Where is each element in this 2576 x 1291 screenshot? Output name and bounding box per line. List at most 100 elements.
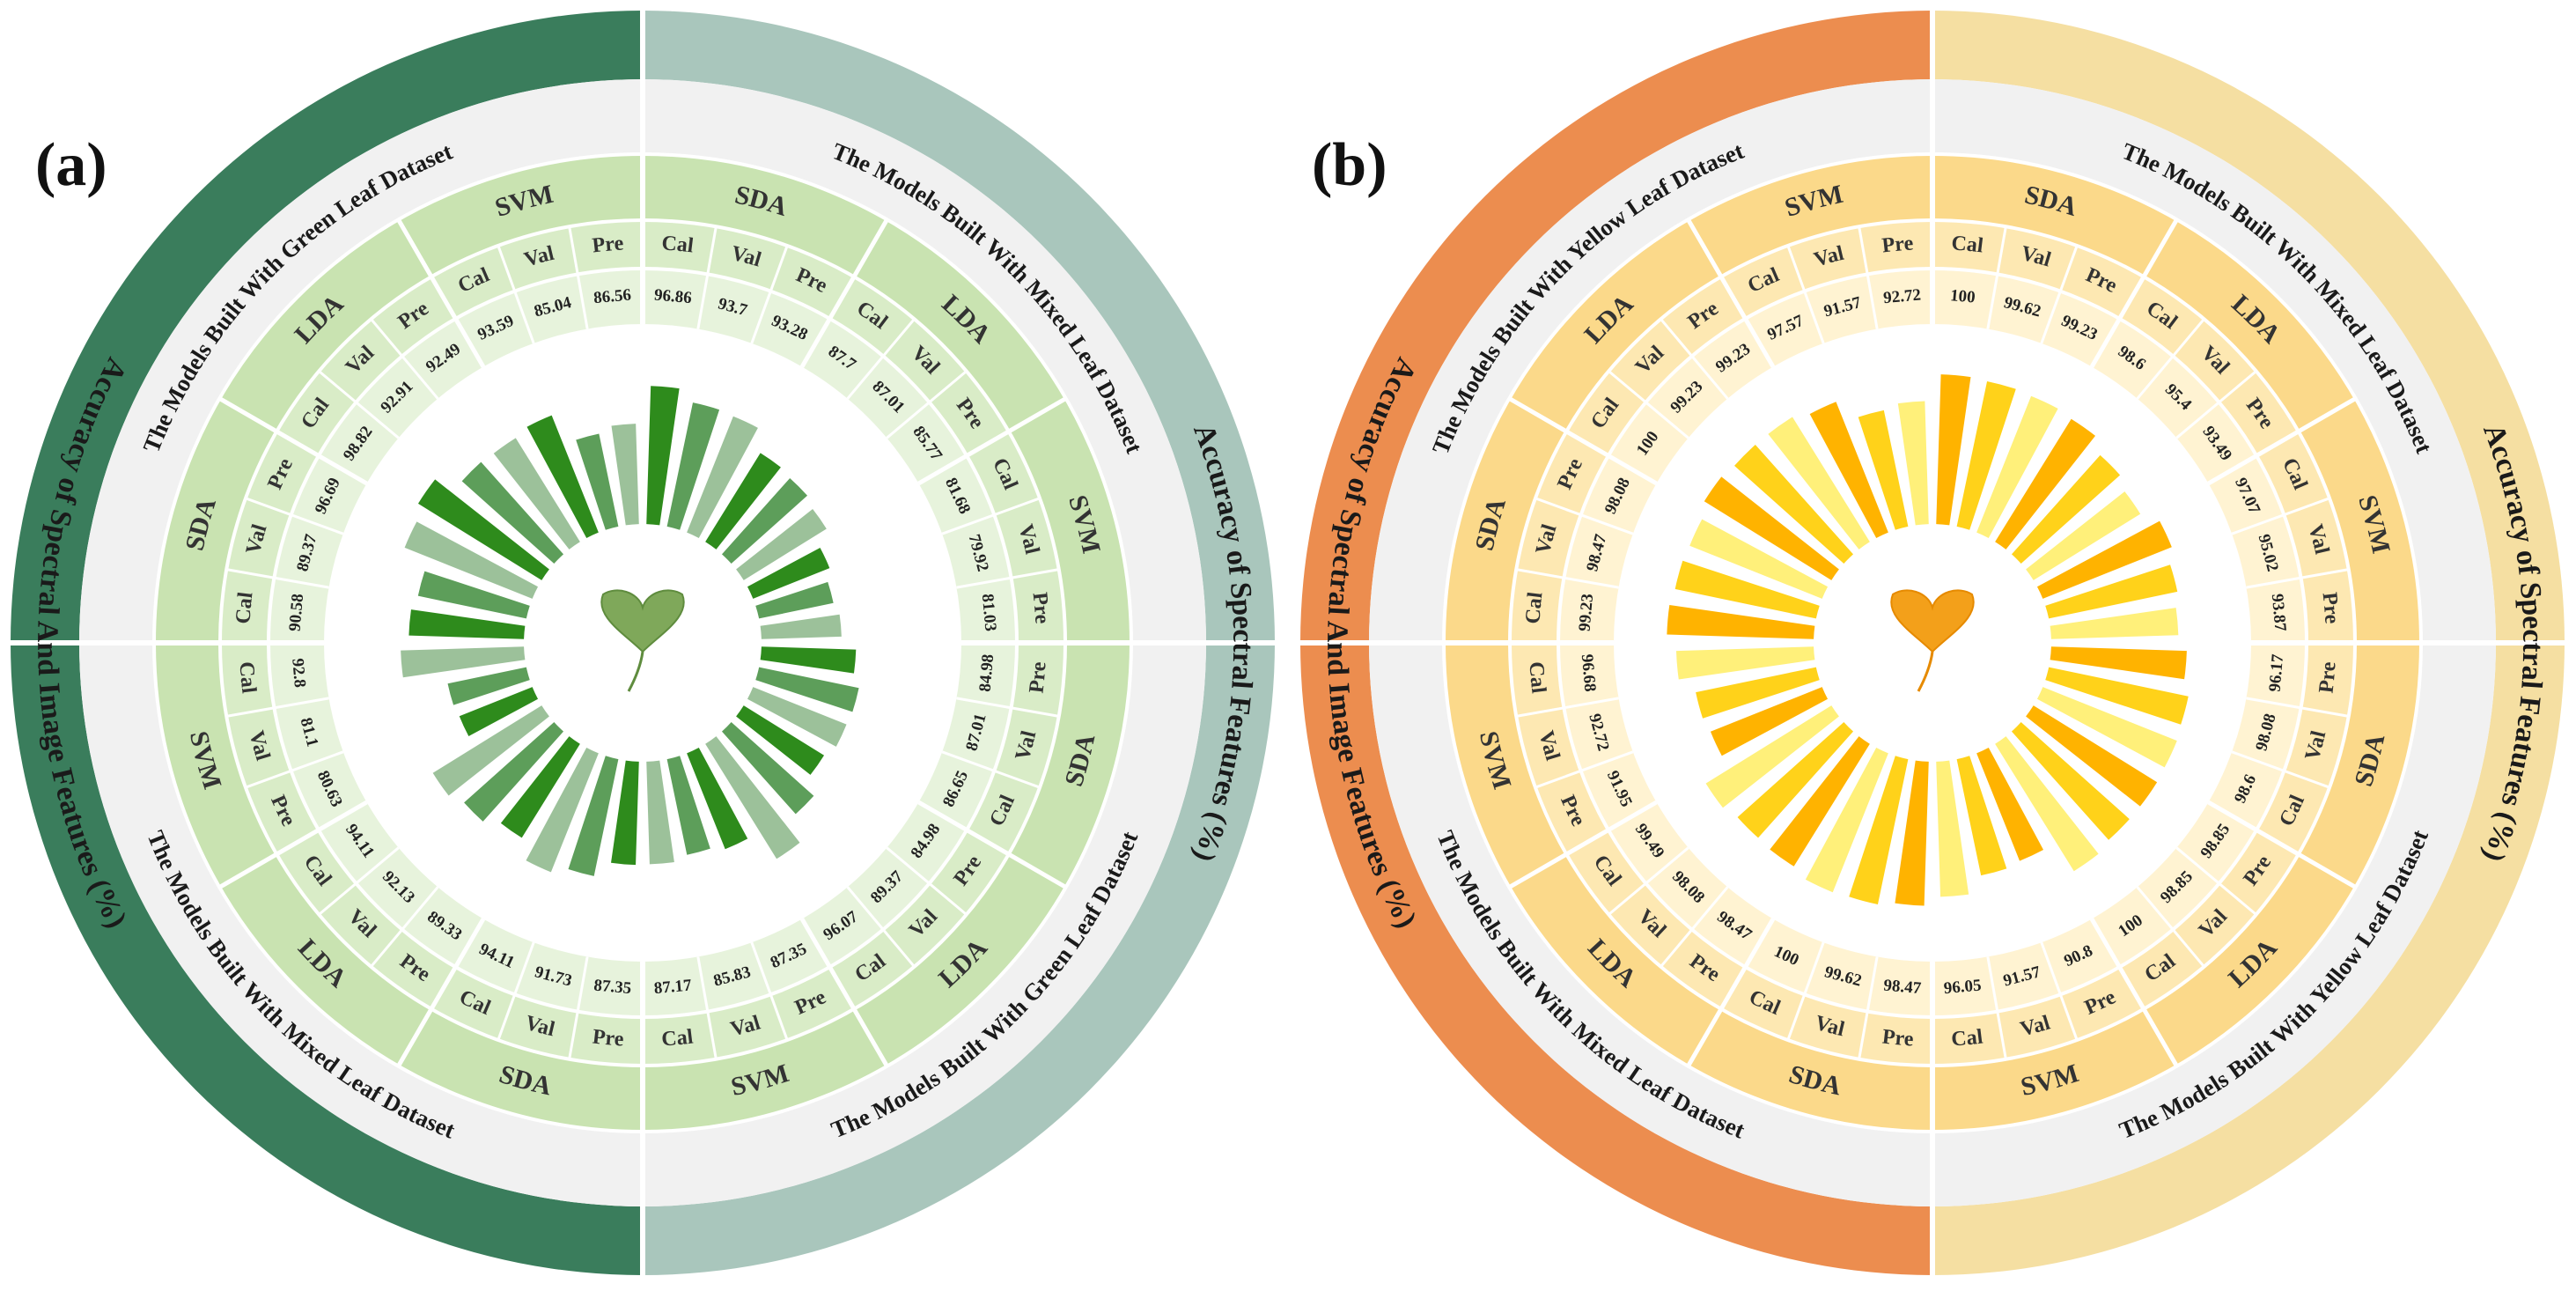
bar-lda-cal <box>1705 705 1839 808</box>
bar-lda-cal <box>1704 476 1839 580</box>
ring-separator <box>152 152 1133 1133</box>
bar-sda-cal <box>408 609 526 639</box>
panel-label-a: (a) <box>35 131 107 199</box>
metric-divider <box>430 918 485 1010</box>
metric-label-cal: Cal <box>1951 1025 1985 1051</box>
metric-divider <box>245 497 344 535</box>
bar-sda-pre <box>687 416 758 539</box>
metric-label-pre: Pre <box>592 1026 625 1051</box>
bar-sda-pre <box>1976 395 2058 539</box>
bar-lda-val <box>2011 721 2130 840</box>
ring-separator <box>1508 218 2357 1067</box>
bar-sda-val <box>1674 560 1820 619</box>
metric-divider <box>886 370 968 439</box>
bar-sda-cal <box>1667 604 1815 639</box>
ginkgo-leaf-icon <box>600 589 685 692</box>
bar-svm-cal <box>1936 760 1969 897</box>
value-label: 96.68 <box>1578 653 1600 692</box>
metric-divider <box>956 568 1059 589</box>
bar-svm-val <box>576 433 619 530</box>
bar-lda-pre <box>1770 736 1870 867</box>
metric-divider <box>886 846 968 916</box>
metric-divider <box>696 956 718 1059</box>
bar-sda-cal <box>646 386 680 526</box>
bar-sda-pre <box>1689 519 1829 599</box>
bar-lda-val <box>2011 454 2121 564</box>
ring-separator <box>218 218 1067 1067</box>
panel-b: Accuracy of Spectral And Image Features … <box>1300 11 2565 1275</box>
bar-svm-val <box>447 667 530 705</box>
bar-svm-cal <box>1675 646 1815 680</box>
value-label: 100 <box>1949 286 1976 306</box>
metric-label-pre: Pre <box>1026 660 1051 694</box>
metric-label-cal: Cal <box>1951 232 1985 257</box>
outer-ring-left <box>1300 11 1932 1275</box>
metric-divider <box>497 245 535 344</box>
value-label: 98.47 <box>1883 977 1923 999</box>
metric-divider <box>1858 226 1879 329</box>
metric-divider <box>846 886 916 968</box>
bar-sda-cal <box>526 747 599 873</box>
metric-label-cal: Cal <box>232 591 257 625</box>
bar-lda-val <box>464 721 564 822</box>
value-label: 96.05 <box>1943 977 1982 999</box>
ring-separator <box>1557 267 2308 1019</box>
bar-svm-cal <box>2036 520 2172 599</box>
metric-divider <box>800 918 856 1010</box>
ring-separator <box>1442 152 2423 1133</box>
bar-svm-pre <box>760 614 842 639</box>
metric-label-pre: Pre <box>2315 660 2341 694</box>
bar-svm-val <box>1858 409 1909 530</box>
metric-label-pre: Pre <box>1027 591 1053 624</box>
metric-divider <box>1986 956 2007 1059</box>
bar-lda-val <box>721 721 814 815</box>
bar-svm-pre <box>611 424 639 526</box>
bar-svm-pre <box>459 687 539 736</box>
metric-divider <box>1516 697 1619 718</box>
bar-sda-val <box>1956 380 2016 530</box>
bar-svm-val <box>666 756 710 855</box>
metric-divider <box>226 697 329 718</box>
metric-divider <box>370 886 439 968</box>
bar-lda-cal <box>432 705 549 796</box>
metric-divider <box>276 430 368 485</box>
metric-divider <box>318 846 400 916</box>
bar-sda-pre <box>760 646 857 674</box>
bar-lda-val <box>721 477 808 564</box>
metric-label-pre: Pre <box>1880 232 1914 257</box>
metric-divider <box>846 318 916 400</box>
bar-sda-val <box>2045 667 2189 725</box>
bar-lda-val <box>1734 445 1854 564</box>
metric-label-cal: Cal <box>1521 591 1547 625</box>
bar-lda-pre <box>2026 491 2141 580</box>
bar-svm-cal <box>646 760 674 865</box>
value-label: 93.87 <box>2268 593 2290 632</box>
bar-sda-cal <box>1805 747 1888 893</box>
outer-ring-right <box>1932 11 2565 1275</box>
metric-label-cal: Cal <box>661 1025 696 1051</box>
metric-divider <box>1719 918 1775 1010</box>
metric-divider <box>696 226 718 329</box>
ginkgo-leaf-icon <box>1890 589 1975 692</box>
metric-label-pre: Pre <box>591 232 624 257</box>
bar-lda-cal <box>705 736 800 859</box>
outer-ring-left <box>11 11 643 1275</box>
bar-lda-cal <box>417 479 549 580</box>
bar-svm-cal <box>1809 402 1888 539</box>
metric-divider <box>1986 226 2007 329</box>
metric-divider <box>1786 941 1825 1041</box>
value-label: 81.03 <box>978 593 1000 631</box>
bar-svm-val <box>2045 564 2178 619</box>
bar-svm-pre <box>1976 747 2044 861</box>
bar-sda-val <box>568 756 619 876</box>
metric-divider <box>1565 430 1658 485</box>
bar-lda-cal <box>705 453 781 550</box>
metric-divider <box>917 800 1010 856</box>
bar-lda-val <box>1737 721 1854 838</box>
metric-label-cal: Cal <box>234 661 260 696</box>
bar-lda-cal <box>1995 736 2099 872</box>
panel-label-b: (b) <box>1312 131 1387 199</box>
metric-divider <box>2175 846 2257 916</box>
bar-sda-val <box>666 402 720 530</box>
metric-divider <box>318 370 400 439</box>
